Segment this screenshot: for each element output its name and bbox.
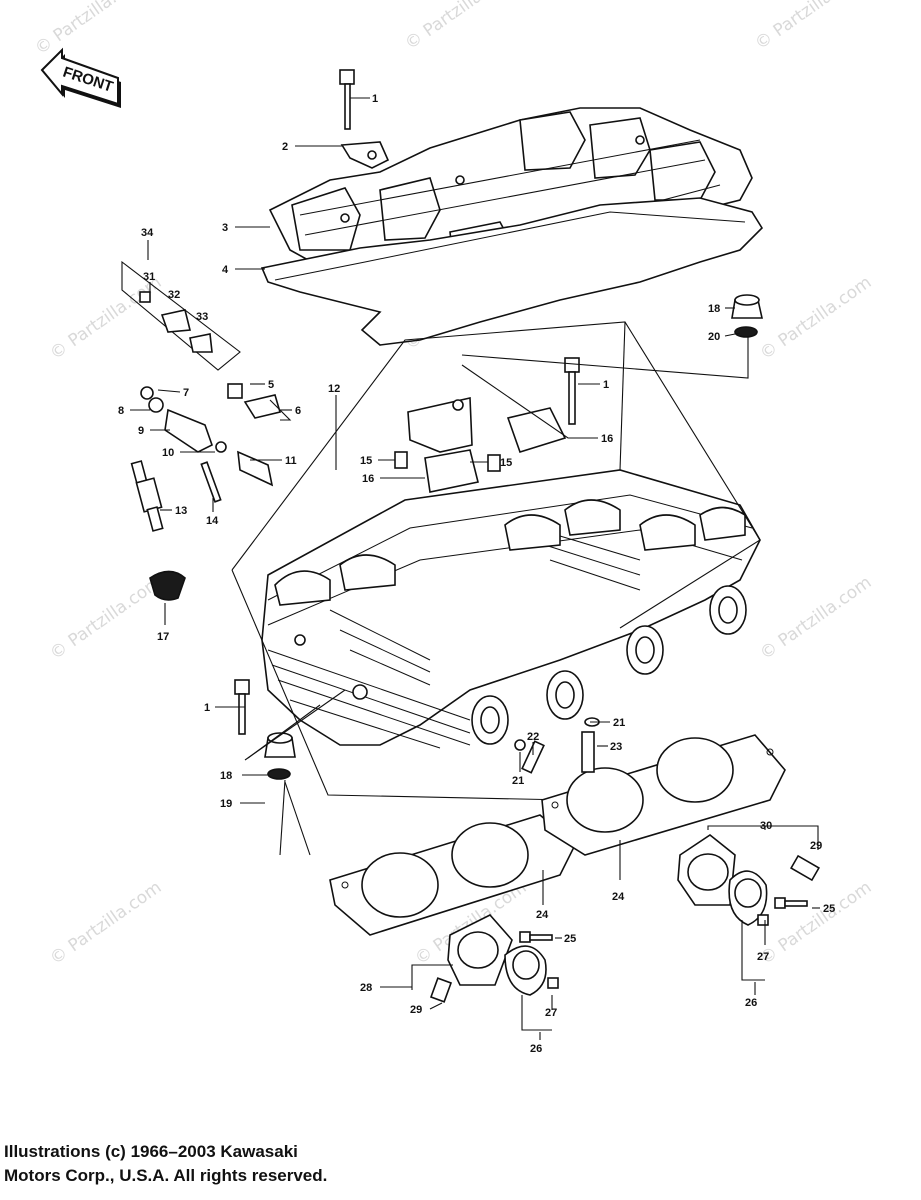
bolts-25-27 (519, 897, 808, 989)
watermark: © Partzilla.com (46, 272, 165, 364)
plug-17 (149, 570, 186, 601)
callout-labels: 1 2 3 4 34 31 32 33 18 20 1 5 6 7 8 9 12… (118, 93, 835, 1055)
callout-label: 1 (372, 93, 378, 105)
copyright-line-2: Motors Corp., U.S.A. All rights reserved… (4, 1166, 328, 1185)
callout-label: 5 (268, 379, 274, 391)
bolt-1-left (234, 679, 250, 735)
callout-label: 1 (603, 379, 609, 391)
watermark: © Partzilla.com (31, 0, 150, 59)
callout-label: 24 (612, 891, 625, 903)
callout-label: 30 (760, 820, 772, 832)
cylinder-head (261, 469, 761, 749)
head-gasket-lower (329, 814, 576, 936)
watermark: © Partzilla.com (756, 272, 875, 364)
callout-label: 16 (601, 433, 613, 445)
cap-18-bottom (264, 732, 296, 780)
watermark: © Partzilla.com (756, 877, 875, 969)
callout-label: 3 (222, 222, 228, 234)
callout-label: 28 (360, 982, 372, 994)
callout-label: 25 (823, 903, 835, 915)
callout-label: 26 (745, 997, 757, 1009)
callout-label: 14 (206, 515, 219, 527)
callout-label: 26 (530, 1043, 542, 1055)
valve-cover-gasket (260, 197, 764, 346)
callout-label: 27 (757, 951, 769, 963)
callout-label: 34 (141, 227, 154, 239)
callout-label: 9 (138, 425, 144, 437)
nozzles-21-22-23 (514, 717, 600, 774)
stud-14 (200, 461, 222, 503)
bracket-2 (340, 141, 390, 169)
callout-label: 24 (536, 909, 549, 921)
watermark: © Partzilla.com (751, 0, 870, 54)
watermark: © Partzilla.com (401, 0, 520, 54)
intake-holder-28 (429, 914, 547, 1003)
callout-label: 32 (168, 289, 180, 301)
callout-label: 21 (512, 775, 524, 787)
bolt-1-top (339, 69, 355, 130)
bolt-1-mid (564, 357, 580, 425)
callout-label: 16 (362, 473, 374, 485)
callout-label: 20 (708, 331, 720, 343)
callout-label: 31 (143, 271, 155, 283)
watermark: © Partzilla.com (756, 572, 875, 664)
callout-label: 15 (360, 455, 372, 467)
callout-label: 27 (545, 1007, 557, 1019)
callout-label: 18 (708, 303, 720, 315)
callout-label: 11 (285, 455, 297, 467)
callout-label: 17 (157, 631, 169, 643)
callout-label: 18 (220, 770, 232, 782)
callout-label: 12 (328, 383, 340, 395)
callout-label: 13 (175, 505, 187, 517)
callout-label: 10 (162, 447, 174, 459)
callout-label: 19 (220, 798, 232, 810)
assembly-outline (231, 321, 761, 801)
callout-label: 4 (222, 264, 229, 276)
cap-18-top (731, 294, 763, 338)
copyright-line-1: Illustrations (c) 1966–2003 Kawasaki (4, 1142, 298, 1161)
watermark: © Partzilla.com (46, 572, 165, 664)
callout-label: 15 (500, 457, 512, 469)
callout-label: 2 (282, 141, 288, 153)
intake-holder-30 (677, 834, 820, 926)
callout-label: 29 (410, 1004, 422, 1016)
callout-label: 23 (610, 741, 622, 753)
sensor-9-10-11 (140, 386, 274, 487)
copyright-notice: Illustrations (c) 1966–2003 Kawasaki Mot… (4, 1140, 604, 1188)
callout-label: 7 (183, 387, 189, 399)
callout-label: 8 (118, 405, 124, 417)
callout-label: 1 (204, 702, 210, 714)
watermark: © Partzilla.com (46, 877, 165, 969)
leader-lines (130, 97, 820, 1040)
callout-label: 33 (196, 311, 208, 323)
callout-label: 22 (527, 731, 539, 743)
callout-label: 25 (564, 933, 576, 945)
cam-caps (394, 397, 567, 493)
callout-label: 6 (295, 405, 301, 417)
parts-box-34 (121, 260, 241, 371)
head-gasket-upper (541, 734, 786, 856)
front-arrow: FRONT (40, 47, 121, 108)
callout-label: 29 (810, 840, 822, 852)
spark-plug (130, 460, 164, 532)
callout-label: 21 (613, 717, 625, 729)
